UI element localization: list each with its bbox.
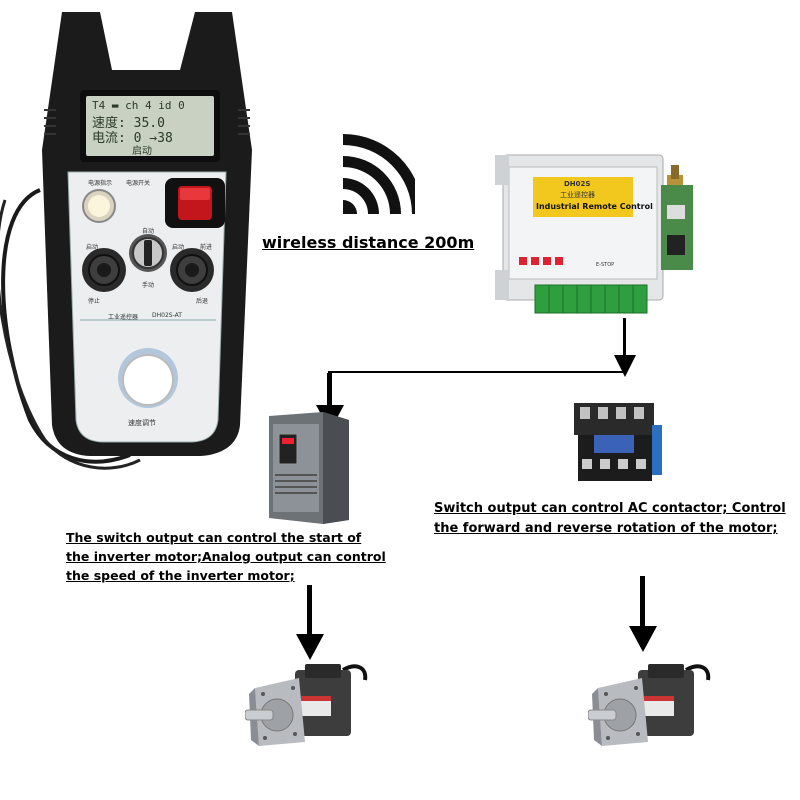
contactor-caption-line-1: Switch output can control AC contactor; … xyxy=(434,501,786,516)
receiver-module xyxy=(495,154,693,314)
remote-controller xyxy=(0,12,252,470)
lcd-line-3: 电流: 0 →38 xyxy=(92,131,173,146)
wifi-signal-icon xyxy=(343,134,415,214)
label-start: 启动 xyxy=(86,244,99,251)
right-motor-line xyxy=(640,576,645,631)
receiver-down-line xyxy=(623,318,626,358)
inverter-caption-line-2: the inverter motor;Analog output can con… xyxy=(66,549,386,564)
label-brand: 工业遥控器 xyxy=(108,314,139,321)
arrow-to-left-motor xyxy=(296,634,324,660)
label-indicator: 电源指示 xyxy=(88,180,113,187)
lcd-line-2: 速度: 35.0 xyxy=(92,116,165,131)
inverter-drive xyxy=(269,412,349,524)
label-auto: 自动 xyxy=(142,228,155,235)
servo-motor-left xyxy=(245,664,368,746)
receiver-title-en: Industrial Remote Control xyxy=(536,202,653,211)
label-speed: 速度调节 xyxy=(128,419,156,427)
servo-motor-right xyxy=(588,664,711,746)
receiver-title-cn: 工业遥控器 xyxy=(560,191,595,199)
label-model: DH02S-AT xyxy=(152,312,182,319)
inverter-down-line xyxy=(327,373,332,411)
lcd-line-4: 启动 xyxy=(132,146,152,157)
label-stop: 停止 xyxy=(88,298,101,305)
label-manual: 手动 xyxy=(142,282,155,289)
contactor-caption-line-2: the forward and reverse rotation of the … xyxy=(434,521,778,536)
label-power-switch: 电源开关 xyxy=(126,180,151,187)
label-back: 后退 xyxy=(196,298,209,305)
receiver-model: DH02S xyxy=(564,180,591,188)
label-start2: 启动 xyxy=(172,244,185,251)
ac-contactor xyxy=(574,403,662,481)
lcd-line-1: T4 ▬ ch 4 id 0 xyxy=(92,99,185,112)
label-forward: 前进 xyxy=(200,244,213,251)
inverter-caption-line-1: The switch output can control the start … xyxy=(66,530,362,545)
arrow-to-right-motor xyxy=(629,626,657,652)
left-motor-line xyxy=(307,585,312,640)
receiver-estop: E-STOP xyxy=(596,262,615,268)
arrow-to-contactor xyxy=(614,355,636,377)
inverter-caption-line-3: the speed of the inverter motor; xyxy=(66,568,295,583)
bus-line xyxy=(328,371,626,373)
wireless-distance-label: wireless distance 200m xyxy=(262,233,475,252)
